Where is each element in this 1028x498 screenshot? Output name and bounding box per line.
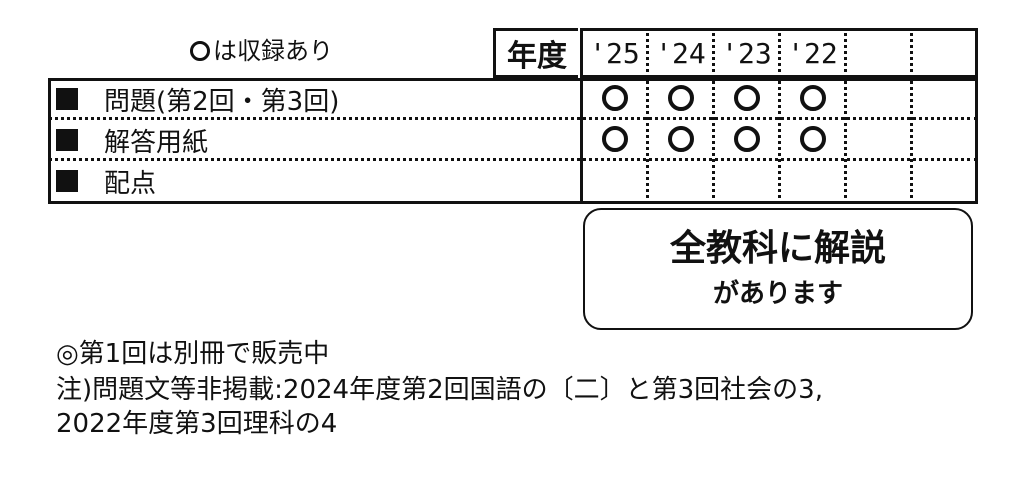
- row-label-text: 配点: [104, 168, 157, 199]
- row-label-text: 問題(第2回・第3回): [104, 86, 340, 117]
- year-cell: '25: [589, 36, 640, 70]
- note-line-3: 2022年度第3回理科の4: [56, 409, 338, 439]
- year-cell: '22: [787, 36, 838, 70]
- column-divider: [910, 28, 913, 204]
- table-row-label: 問題(第2回・第3回): [56, 79, 339, 119]
- recorded-circle-icon: [799, 85, 826, 111]
- recorded-circle-icon: [667, 126, 694, 152]
- recorded-circle-icon: [601, 85, 628, 111]
- circle-icon: [190, 41, 210, 61]
- year-cell: '24: [655, 36, 706, 70]
- square-bullet-icon: [56, 88, 78, 110]
- square-bullet-icon: [56, 170, 78, 192]
- recorded-circle-icon: [799, 126, 826, 152]
- square-bullet-icon: [56, 129, 78, 151]
- recorded-circle-icon: [733, 126, 760, 152]
- year-cell: [847, 31, 910, 75]
- callout-line-1: 全教科に解説: [669, 228, 886, 269]
- label-column-divider: [580, 28, 583, 204]
- column-divider: [712, 28, 715, 204]
- row-label-text: 解答用紙: [104, 127, 209, 158]
- note-line-2: 注)問題文等非掲載:2024年度第2回国語の〔二〕と第3回社会の3,: [56, 375, 823, 405]
- callout-line-2: があります: [712, 279, 843, 309]
- legend: は収録あり: [190, 36, 333, 66]
- legend-text: は収録あり: [213, 37, 333, 65]
- recorded-circle-icon: [667, 85, 694, 111]
- table-row-label: 解答用紙: [56, 120, 208, 160]
- recording-table: '25 '24 '23 '22 問題(第2回・第3回) 解答用紙 配点: [48, 28, 978, 204]
- recorded-circle-icon: [733, 85, 760, 111]
- year-cell: '23: [721, 36, 772, 70]
- year-header-label: 年度: [493, 28, 578, 78]
- table-row-label: 配点: [56, 161, 156, 201]
- row-divider: [48, 117, 978, 120]
- row-divider: [48, 158, 978, 161]
- column-divider: [646, 28, 649, 204]
- note-line-1: ◎第1回は別冊で販売中: [56, 339, 330, 369]
- recorded-circle-icon: [601, 126, 628, 152]
- year-cell: [913, 31, 975, 75]
- column-divider: [778, 28, 781, 204]
- column-divider: [844, 28, 847, 204]
- explanation-callout: 全教科に解説 があります: [583, 208, 973, 330]
